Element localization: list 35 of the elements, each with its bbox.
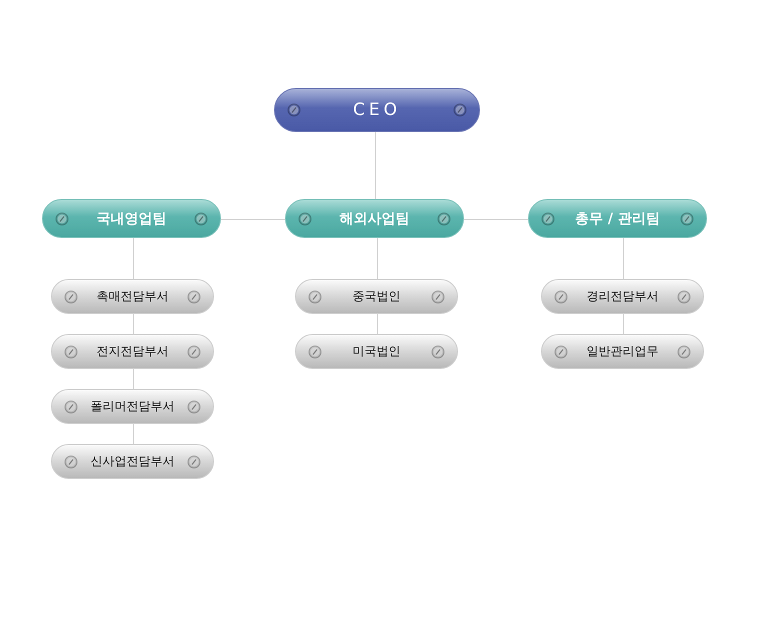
team-box: [285, 199, 464, 238]
node-label: 해외사업팀: [340, 210, 410, 228]
connector-line: [133, 314, 134, 334]
ceo-box: [274, 88, 480, 132]
department-box: [541, 334, 704, 369]
team-box: [42, 199, 221, 238]
node-label: 전지전담부서: [96, 343, 168, 360]
node-label: 총무 / 관리팀: [575, 210, 660, 228]
node-label: 신사업전담부서: [90, 453, 174, 470]
department-box: [541, 279, 704, 314]
node-label: 국내영업팀: [96, 210, 166, 228]
department-box: [51, 279, 214, 314]
department-box: [51, 334, 214, 369]
department-box: [295, 279, 458, 314]
team-box: [528, 199, 707, 238]
connector-line: [133, 424, 134, 444]
node-label: CEO: [353, 100, 401, 120]
node-label: 경리전담부서: [586, 288, 658, 305]
node-label: 폴리머전담부서: [90, 398, 174, 415]
connector-line: [133, 368, 134, 390]
connector-line: [377, 314, 378, 334]
node-label: 촉매전담부서: [96, 288, 168, 305]
department-box: [295, 334, 458, 369]
department-box: [51, 389, 214, 424]
connector-line: [464, 219, 528, 220]
node-label: 일반관리업무: [586, 343, 658, 360]
connector-line: [623, 238, 624, 280]
connector-line: [220, 219, 286, 220]
connector-line: [377, 238, 378, 280]
connector-line: [375, 132, 376, 200]
node-label: 미국법인: [352, 343, 400, 360]
connector-line: [133, 238, 134, 280]
connector-line: [623, 314, 624, 334]
department-box: [51, 444, 214, 479]
node-label: 중국법인: [352, 288, 400, 305]
